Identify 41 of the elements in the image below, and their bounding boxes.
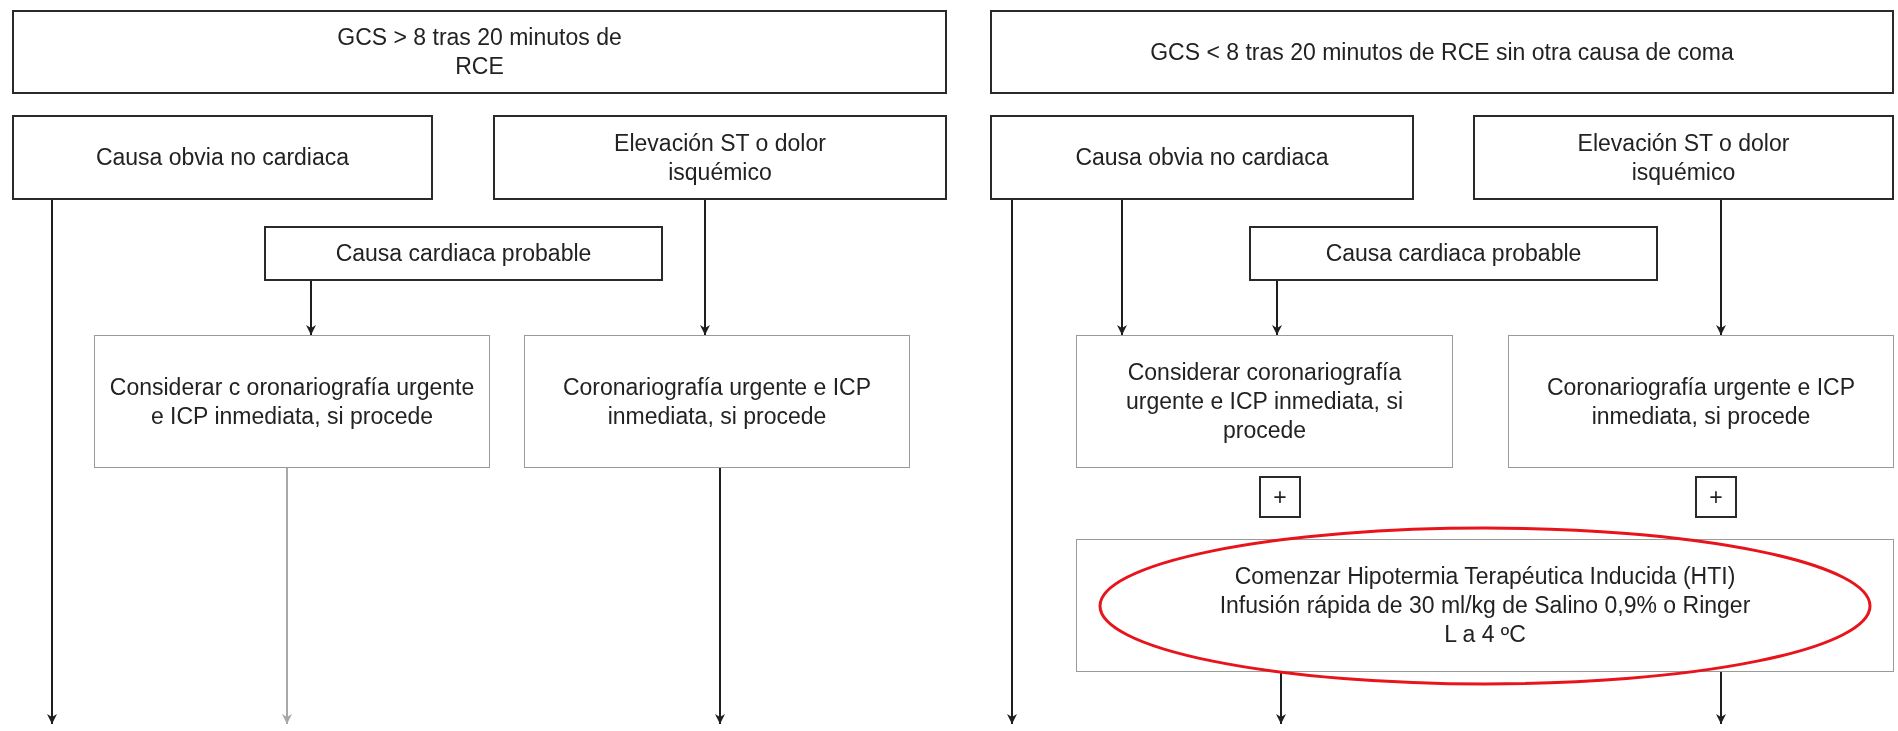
arrow — [700, 199, 710, 336]
process-box — [1473, 115, 1894, 200]
process-box — [1076, 335, 1453, 468]
node-text: Coronariografía urgente e ICP inmediata, si procede — [561, 372, 873, 431]
process-box — [1508, 335, 1894, 468]
node-text: Considerar coronariografía urgente e ICP inmediata, si procede — [1125, 358, 1404, 445]
node-text: Considerar c oronariografía urgente e ICP inmediata, si procede — [108, 372, 476, 431]
process-box — [990, 10, 1894, 94]
process-box — [12, 115, 433, 200]
node-text: Comenzar Hipotermia Terapéutica Inducida (HTI) Infusión rápida de 30 ml/kg de Salino 0,9% o Ringer L a 4 ºC — [1218, 562, 1752, 649]
arrow — [1272, 280, 1282, 336]
arrow — [1117, 199, 1127, 336]
plus-box — [1259, 476, 1301, 518]
arrow — [1007, 199, 1017, 725]
arrow — [282, 467, 292, 725]
node-text: Causa cardiaca probable — [334, 239, 593, 268]
arrow — [47, 199, 57, 725]
node-text: Causa obvia no cardiaca — [1074, 143, 1330, 172]
process-box — [12, 10, 947, 94]
process-box — [1249, 226, 1658, 281]
process-box — [524, 335, 910, 468]
process-box — [990, 115, 1414, 200]
process-box — [1076, 539, 1894, 672]
node-text: Elevación ST o dolor isquémico — [1576, 128, 1791, 187]
node-text: Elevación ST o dolor isquémico — [613, 128, 827, 187]
plus-box — [1695, 476, 1737, 518]
node-text: Coronariografía urgente e ICP inmediata, si procede — [1545, 372, 1857, 431]
process-box — [493, 115, 947, 200]
process-box — [264, 226, 663, 281]
node-text: + — [1708, 482, 1724, 512]
arrow — [1716, 671, 1726, 725]
node-text: Causa obvia no cardiaca — [94, 143, 351, 172]
node-text: Causa cardiaca probable — [1324, 239, 1583, 268]
arrow — [1716, 199, 1726, 336]
node-text: GCS < 8 tras 20 minutos de RCE sin otra causa de coma — [1149, 37, 1735, 67]
arrow — [306, 280, 316, 336]
node-text: + — [1272, 482, 1288, 512]
arrow — [1276, 671, 1286, 725]
arrow — [715, 467, 725, 725]
node-text: GCS > 8 tras 20 minutos de RCE — [336, 23, 623, 81]
process-box — [94, 335, 490, 468]
